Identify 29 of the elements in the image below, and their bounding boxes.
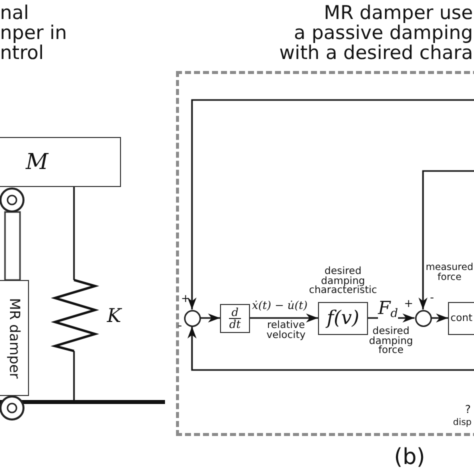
panel-heading: nal nper in ntrol: [0, 3, 67, 63]
edge-label: measured force: [425, 263, 474, 283]
mass-block: M: [0, 137, 121, 187]
arrow: [368, 314, 414, 322]
edge-label: F$_{d}$: [378, 298, 398, 320]
math-text: d: [229, 306, 241, 318]
sign-label: +: [181, 293, 190, 305]
signal-label: relative velocity: [265, 321, 307, 340]
arrow: [188, 326, 474, 371]
arrow: [200, 314, 220, 322]
edge-label: ẋ(t) − u̇(t): [252, 299, 308, 312]
panel-heading: MR damper use a passive damping with a desired chara: [279, 3, 473, 63]
stiffness-label: K: [107, 305, 122, 327]
math-text: dt: [228, 318, 242, 330]
sign-label: -: [430, 292, 434, 304]
panel-label: (b): [394, 445, 426, 470]
arrow: [418, 170, 474, 310]
signal-label: desired damping force: [368, 327, 414, 356]
block-caption: desired damping characteristic: [308, 267, 378, 296]
derivative-block: [220, 304, 250, 332]
sign-label: -: [178, 320, 182, 332]
function-block: f(v): [318, 302, 368, 334]
math-symbol: ?: [465, 403, 471, 416]
sign-label: +: [404, 298, 414, 310]
arrow: [250, 314, 318, 322]
arrow: [432, 314, 448, 322]
controller-block: cont: [448, 302, 474, 334]
arrow: [188, 99, 474, 310]
signal-label: disp: [453, 418, 472, 428]
